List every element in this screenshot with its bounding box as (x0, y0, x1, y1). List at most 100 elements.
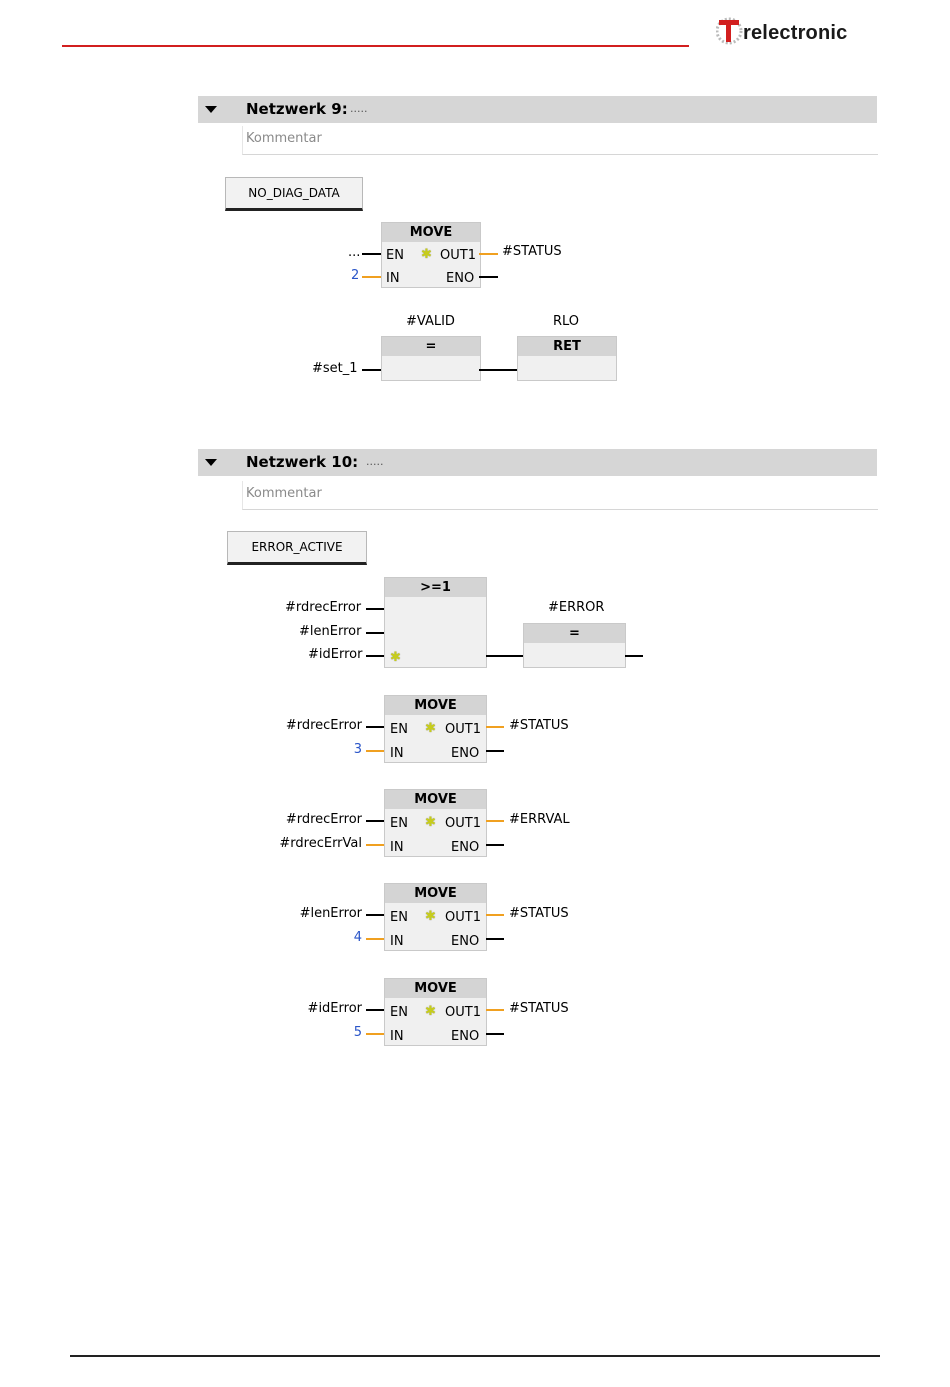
or-input: #rdrecError (285, 600, 362, 615)
pin-en: EN (390, 722, 408, 737)
move-block[interactable]: MOVE EN OUT1 IN ENO ✱ (384, 789, 487, 857)
pin-out1: OUT1 (445, 816, 481, 831)
pin-out1: OUT1 (440, 248, 476, 263)
wire (486, 655, 523, 657)
wire (486, 914, 504, 916)
assign-operand: #VALID (406, 314, 455, 329)
pin-out1: OUT1 (445, 1005, 481, 1020)
wire (366, 1033, 384, 1035)
out1-signal: #STATUS (509, 906, 569, 921)
collapse-triangle-icon[interactable] (205, 106, 217, 113)
pin-in: IN (390, 1029, 404, 1044)
pin-eno: ENO (451, 934, 480, 949)
wire (366, 655, 384, 657)
status-star-icon: ✱ (425, 815, 436, 830)
pin-in: IN (390, 840, 404, 855)
wire (479, 276, 498, 278)
out1-signal: #STATUS (509, 718, 569, 733)
pin-out1: OUT1 (445, 722, 481, 737)
wire (366, 914, 384, 916)
assign-input-signal: #set_1 (312, 361, 358, 376)
wire (366, 844, 384, 846)
collapse-triangle-icon[interactable] (205, 459, 217, 466)
network-title: Netzwerk 9: (246, 100, 348, 118)
wire (366, 632, 384, 634)
pin-in: IN (386, 271, 400, 286)
or-input: #lenError (299, 624, 362, 639)
company-logo: relectronic (716, 14, 876, 50)
network-comment[interactable]: Kommentar (242, 126, 878, 155)
pin-en: EN (390, 1005, 408, 1020)
wire (366, 750, 384, 752)
wire (625, 655, 643, 657)
block-title: RET (518, 337, 616, 356)
network-dots: ..... (350, 102, 368, 115)
status-star-icon: ✱ (425, 1004, 436, 1019)
en-input-signal: #rdrecError (285, 718, 362, 733)
ret-operand: RLO (553, 314, 580, 329)
block-title: = (524, 624, 625, 643)
block-title: MOVE (385, 979, 486, 998)
footer-rule (70, 1355, 880, 1357)
en-input-signal: ... (348, 245, 361, 260)
pin-en: EN (390, 910, 408, 925)
move-block[interactable]: MOVE EN OUT1 IN ENO ✱ (384, 978, 487, 1046)
block-title: MOVE (385, 790, 486, 809)
pin-eno: ENO (446, 271, 475, 286)
assign-block[interactable]: = (523, 623, 626, 668)
move-block[interactable]: MOVE EN OUT1 IN ENO ✱ (381, 222, 481, 288)
comment-text: Kommentar (246, 131, 322, 146)
wire (362, 253, 381, 255)
en-input-signal: #lenError (299, 906, 362, 921)
wire (362, 369, 381, 371)
comment-text: Kommentar (246, 486, 322, 501)
wire (366, 608, 384, 610)
out1-signal: #STATUS (502, 244, 562, 259)
jump-label[interactable]: ERROR_ACTIVE (227, 531, 367, 565)
move-block[interactable]: MOVE EN OUT1 IN ENO ✱ (384, 695, 487, 763)
network-dots: ..... (366, 455, 384, 468)
wire (486, 1009, 504, 1011)
block-title: MOVE (385, 696, 486, 715)
in-value: 4 (353, 930, 362, 945)
wire (486, 1033, 504, 1035)
wire (366, 820, 384, 822)
wire (366, 726, 384, 728)
wire (486, 844, 504, 846)
assign-operand: #ERROR (548, 600, 605, 615)
wire (486, 820, 504, 822)
wire (479, 369, 517, 371)
pin-eno: ENO (451, 1029, 480, 1044)
pin-en: EN (386, 248, 404, 263)
pin-eno: ENO (451, 746, 480, 761)
assign-block[interactable]: = (381, 336, 481, 381)
status-star-icon: ✱ (425, 909, 436, 924)
jump-label[interactable]: NO_DIAG_DATA (225, 177, 363, 211)
network-comment[interactable]: Kommentar (242, 481, 878, 510)
status-star-icon: ✱ (421, 247, 432, 262)
wire (362, 276, 381, 278)
or-block[interactable]: >=1 ✱ (384, 577, 487, 668)
out1-signal: #ERRVAL (509, 812, 570, 827)
wire (366, 1009, 384, 1011)
network-10-header[interactable]: Netzwerk 10: ..... (198, 449, 877, 476)
network-title: Netzwerk 10: (246, 453, 359, 471)
header-rule (62, 45, 689, 47)
wire (486, 726, 504, 728)
ret-block[interactable]: RET (517, 336, 617, 381)
in-value: 2 (351, 268, 360, 283)
wire (366, 938, 384, 940)
pin-out1: OUT1 (445, 910, 481, 925)
wire (486, 938, 504, 940)
logo-mark-icon (716, 17, 743, 45)
network-9-header[interactable]: Netzwerk 9: ..... (198, 96, 877, 123)
in-value: 3 (353, 742, 362, 757)
or-input: #idError (308, 647, 363, 662)
block-title: MOVE (385, 884, 486, 903)
status-star-icon: ✱ (425, 721, 436, 736)
block-title: = (382, 337, 480, 356)
move-block[interactable]: MOVE EN OUT1 IN ENO ✱ (384, 883, 487, 951)
logo-text: relectronic (743, 22, 848, 44)
wire (479, 253, 498, 255)
pin-en: EN (390, 816, 408, 831)
